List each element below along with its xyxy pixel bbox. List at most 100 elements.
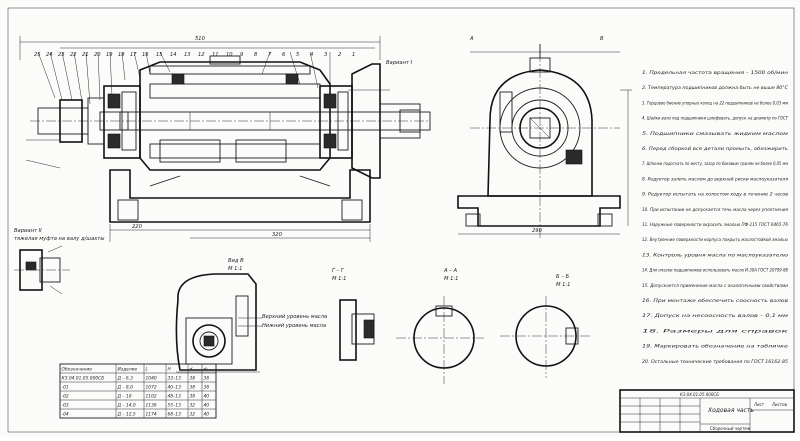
table-cell: 1040: [146, 375, 157, 381]
table-header-cell: L: [146, 366, 149, 372]
table-cell: 40: [204, 393, 210, 399]
callout-number: 11: [212, 52, 219, 58]
variant2-label: Вариант II: [14, 228, 42, 234]
table-header-cell: H: [168, 366, 172, 372]
table-cell: Д – 12,5: [117, 411, 136, 417]
technical-note: 15. Допускается применение масла с анало…: [642, 283, 788, 289]
technical-notes: 1. Предельная частота вращения – 1500 об…: [642, 70, 789, 365]
main-shaft: [119, 111, 431, 131]
callout-number: 20: [94, 52, 101, 58]
variant2-detail: Вариант II тяжелая муфта на валу д/шахты: [14, 228, 104, 295]
section-bb-scale: М 1:1: [556, 282, 570, 288]
table-cell: 1072: [146, 384, 157, 390]
section-gg-scale: М 1:1: [332, 276, 346, 282]
table-cell: 38: [204, 384, 210, 390]
section-bb-title: Б – Б: [556, 274, 569, 280]
callout-number: 8: [254, 52, 258, 58]
technical-note: 18. Размеры для справок: [642, 328, 789, 334]
technical-note: 9. Редуктор испытать на холостом ходу в …: [642, 192, 788, 198]
view-v-note-upper: Верхний уровень масла: [262, 314, 327, 320]
table-cell: 38: [190, 384, 196, 390]
callout-number: 17: [130, 52, 137, 58]
callout-number: 16: [142, 52, 149, 58]
table-cell: -03: [62, 402, 69, 408]
view-v: Вид В М 1:1 Верхний уровень масла Нижний…: [175, 258, 327, 373]
dim-base-length: 320: [272, 232, 283, 238]
callout-number: 15: [156, 52, 163, 58]
callout-number: 7: [268, 52, 272, 58]
table-header-cell: Изделие: [118, 366, 138, 372]
technical-note: 1. Предельная частота вращения – 1500 об…: [642, 70, 788, 76]
callout-number: 22: [70, 52, 77, 58]
table-cell: 1102: [146, 393, 157, 399]
section-aa-shaft: [413, 307, 475, 369]
technical-note: 13. Контроль уровня масла по маслоуказат…: [642, 252, 788, 258]
dim-partial-length: 220: [132, 224, 143, 230]
table-header-cell: d₁: [204, 366, 209, 372]
view-v-outline: [175, 273, 257, 371]
title-block: КЗ.04.01.05.000СБ Ходовая часть Сборочны…: [619, 389, 795, 433]
technical-note: 10. При испытании не допускается течь ма…: [642, 207, 788, 213]
callout-number: 2: [338, 52, 341, 58]
callout-number: 1: [352, 52, 355, 58]
section-aa: А – А М 1:1: [396, 268, 484, 384]
section-aa-scale: М 1:1: [444, 276, 458, 282]
callout-number: 5: [296, 52, 300, 58]
table-cell: 1136: [146, 402, 157, 408]
callout-number: 6: [282, 52, 286, 58]
table-cell: 48–13: [168, 393, 182, 399]
title-block-title: Ходовая часть: [707, 407, 754, 414]
table-cell: 40–13: [168, 384, 182, 390]
section-bb: Б – Б М 1:1: [500, 274, 590, 378]
technical-note: 20. Остальные технические требования по …: [642, 359, 788, 365]
variant1-flange: [351, 63, 381, 179]
title-block-sheets: Листов: [771, 402, 788, 407]
table-header-cell: Обозначение: [62, 366, 93, 372]
table-header-cell: d: [190, 366, 193, 372]
table-cell: 32: [190, 402, 196, 408]
table-cell: 55–13: [168, 402, 182, 408]
callout-number: 10: [226, 52, 233, 58]
sheet-frame: [7, 7, 795, 433]
title-block-sheet: Лист: [753, 402, 765, 407]
title-block-code: КЗ.04.01.05.000СБ: [680, 392, 719, 397]
callout-number: 21: [82, 52, 89, 58]
variant2-caption: тяжелая муфта на валу д/шахты: [14, 236, 104, 242]
table-cell: 40: [204, 411, 210, 417]
section-gg-title: Г – Г: [332, 268, 345, 274]
technical-note: 6. Перед сборкой все детали промыть, обе…: [642, 146, 788, 152]
dim-overall-length: 510: [195, 36, 206, 42]
table-cell: Д – 10: [117, 393, 132, 399]
housing-base: [109, 169, 371, 223]
svg-text:А: А: [469, 36, 474, 42]
variant1-label: Вариант I: [386, 60, 413, 66]
table-cell: 38: [190, 375, 196, 381]
table-cell: 68–13: [168, 411, 182, 417]
table-cell: Д – 8,0: [117, 384, 134, 390]
table-cell: 38: [190, 393, 196, 399]
technical-note: 8. Редуктор залить маслом до верхней рис…: [642, 176, 788, 182]
worm-gear-coil: [159, 139, 221, 163]
technical-note: 12. Внутренние поверхности корпуса покры…: [642, 237, 788, 243]
table-cell: 40: [204, 402, 210, 408]
technical-note: 14. Для смазки подшипников использовать …: [642, 268, 788, 274]
table-cell: 32: [190, 411, 196, 417]
technical-note: 2. Температура подшипников должна быть н…: [642, 85, 789, 91]
technical-note: 4. Шейки вала под подшипники шлифовать, …: [642, 116, 789, 122]
technical-note: 3. Торцовое биение упорных колец на 22 п…: [642, 100, 788, 106]
callout-number: 23: [58, 52, 65, 58]
table-cell: 33–13: [168, 375, 182, 381]
callout-number: 13: [184, 52, 191, 58]
table-cell: -02: [62, 393, 69, 399]
side-view: А В 290: [457, 36, 632, 240]
gearbox-housing: [139, 61, 331, 171]
section-gg: Г – Г М 1:1: [332, 268, 375, 361]
callout-number: 18: [118, 52, 125, 58]
table-cell: -01: [62, 384, 69, 390]
section-bb-shaft: [515, 305, 577, 367]
